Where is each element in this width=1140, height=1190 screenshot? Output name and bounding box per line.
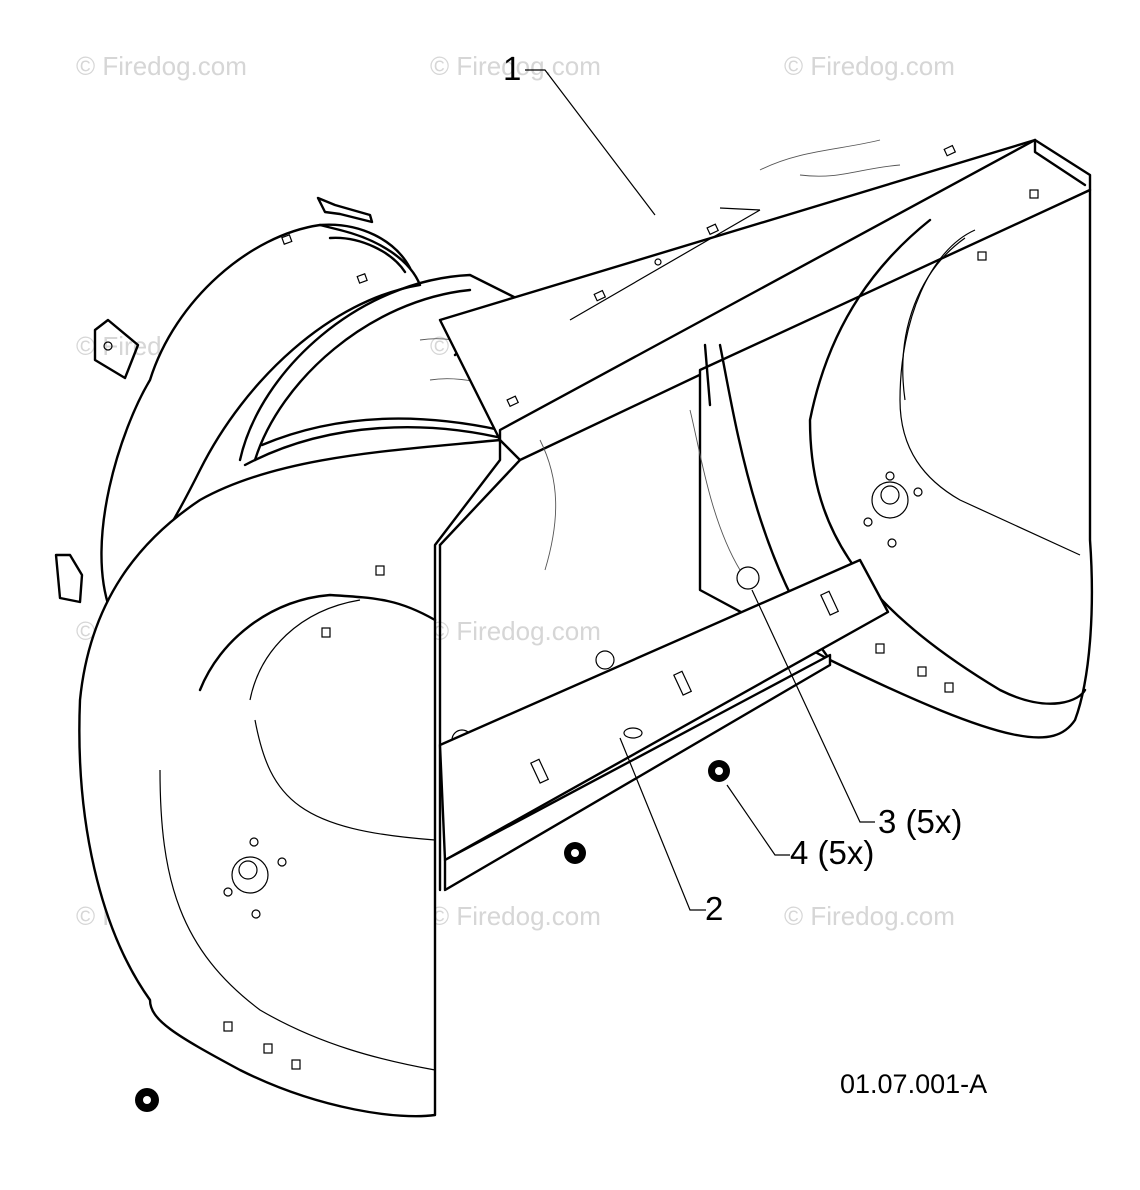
watermark: © Firedog.com xyxy=(76,51,247,81)
callout-3: 3 (5x) xyxy=(878,803,962,840)
watermark: © Firedog.com xyxy=(430,616,601,646)
watermark: © Firedog.com xyxy=(784,901,955,931)
leader-lines xyxy=(525,69,875,911)
watermark: © Firedog.com xyxy=(430,51,601,81)
callout-4: 4 (5x) xyxy=(790,834,874,871)
hex-nuts xyxy=(135,760,730,1112)
watermark: © Firedog.com xyxy=(430,901,601,931)
scraper-bar xyxy=(438,558,890,892)
callout-2: 2 xyxy=(705,890,723,927)
blower-drum xyxy=(54,196,422,612)
callout-1: 1 xyxy=(503,50,521,87)
watermark: © Firedog.com xyxy=(784,51,955,81)
figure-reference: 01.07.001-A xyxy=(840,1069,987,1099)
left-side-plate xyxy=(78,438,502,1118)
